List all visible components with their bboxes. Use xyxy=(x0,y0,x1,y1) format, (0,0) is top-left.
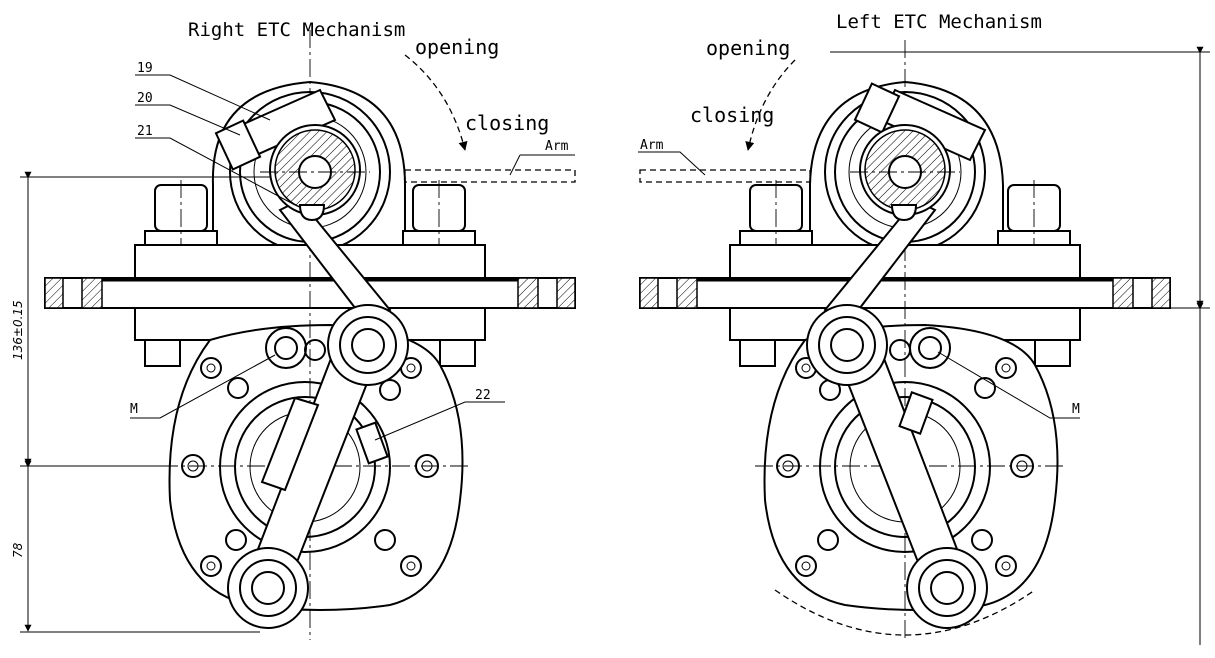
dimension-lines-right xyxy=(830,46,1210,645)
shaft-hub xyxy=(214,88,370,222)
right-etc-mechanism-view: Right ETC Mechanism opening closing Arm … xyxy=(11,19,576,640)
m-label-left: M xyxy=(130,402,138,417)
callout-leaders-right xyxy=(638,151,1080,419)
m-label-right: M xyxy=(1072,402,1080,417)
top-bolts xyxy=(144,180,476,250)
opening-label-right: opening xyxy=(706,36,790,60)
left-etc-mechanism-view: Left ETC Mechanism opening closing Arm M xyxy=(638,11,1210,645)
arm-label-right: Arm xyxy=(640,138,664,153)
callout-leaders xyxy=(130,74,575,441)
shaft-hub-right xyxy=(850,82,987,222)
arm-outline xyxy=(404,169,576,183)
closing-label-right: closing xyxy=(690,103,774,127)
arm-label-left: Arm xyxy=(545,139,569,154)
body-bolts-right xyxy=(776,327,1034,577)
arm-outline-right xyxy=(639,169,811,183)
body-bolts xyxy=(181,327,439,577)
dim-136: 136±0.15 xyxy=(11,300,25,360)
callout-22: 22 xyxy=(475,388,491,403)
dim-78: 78 xyxy=(11,542,25,558)
linkage-arm-right xyxy=(806,198,988,629)
right-etc-title: Right ETC Mechanism xyxy=(188,19,405,41)
callout-20: 20 xyxy=(137,91,153,106)
callout-21: 21 xyxy=(137,124,153,139)
callout-19: 19 xyxy=(137,61,153,76)
rotation-arrows-right xyxy=(745,59,796,151)
opening-label-left: opening xyxy=(415,35,499,59)
left-etc-title: Left ETC Mechanism xyxy=(836,11,1042,33)
closing-label-left: closing xyxy=(465,111,549,135)
linkage-arm xyxy=(227,198,409,629)
rotation-arrows xyxy=(404,54,468,151)
top-bolts-right xyxy=(739,180,1071,250)
